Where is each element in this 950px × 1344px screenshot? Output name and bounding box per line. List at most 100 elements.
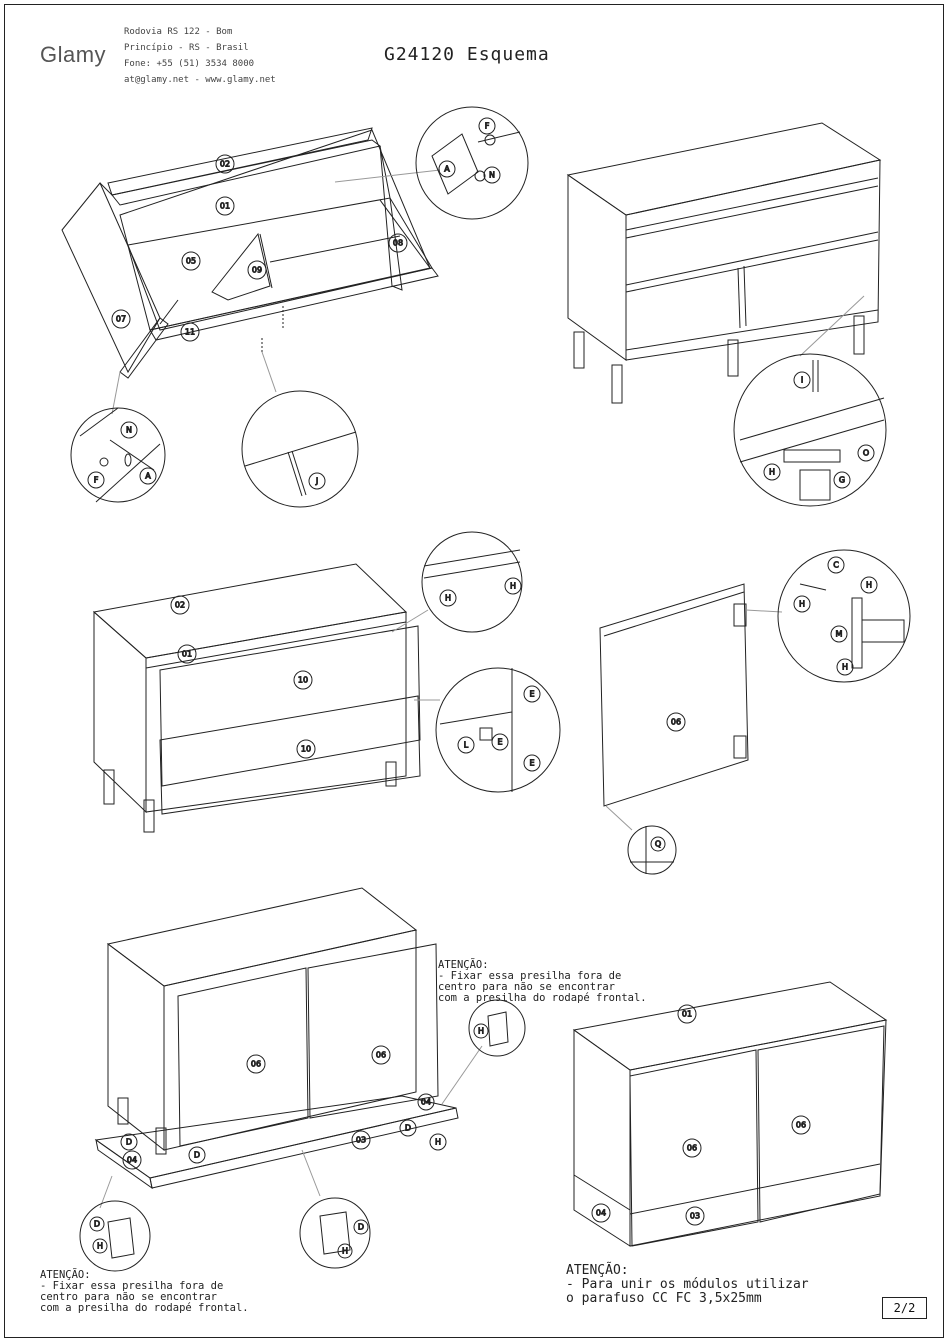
note-line: - Fixar essa presilha fora de [438, 970, 622, 982]
callout-marker: 06 [246, 1054, 266, 1074]
step3-callouts: 02 01 10 10 [170, 595, 316, 759]
note-line: com a presilha do rodapé frontal. [438, 992, 647, 1004]
callout-marker: 01 [677, 1004, 697, 1024]
callout-marker: H [836, 658, 854, 676]
detail-plinth-clip-center: D H [299, 1197, 371, 1269]
callout-marker: 04 [591, 1203, 611, 1223]
callout-label: 10 [298, 676, 308, 685]
address-line: Princípio - RS - Brasil [124, 43, 249, 53]
callout-marker: 10 [296, 739, 316, 759]
callout-marker: M [830, 625, 848, 643]
callout-label: H [478, 1027, 484, 1036]
step5-cabinet-doors [94, 887, 483, 1209]
callout-marker: N [483, 166, 501, 184]
callout-marker: 10 [293, 670, 313, 690]
callout-label: 08 [393, 239, 403, 248]
note-heading: ATENÇÃO: [40, 1269, 91, 1281]
callout-marker: 08 [388, 233, 408, 253]
callout-label: 06 [796, 1121, 806, 1130]
callout-label: 03 [690, 1212, 700, 1221]
callout-label: E [497, 738, 502, 747]
callout-marker: 09 [247, 260, 267, 280]
callout-label: E [529, 690, 534, 699]
detail-leveler-foot: I O H G [733, 353, 887, 507]
callout-label: I [801, 376, 803, 385]
address-line: Rodovia RS 122 - Bom [124, 27, 233, 37]
brand-logo: Glamy [40, 42, 107, 67]
note-line: centro para não se encontrar [438, 981, 616, 993]
callout-label: 02 [220, 160, 230, 169]
callout-label: 04 [596, 1209, 606, 1218]
callout-label: F [485, 122, 490, 131]
callout-marker: L [457, 736, 475, 754]
callout-marker: 06 [371, 1045, 391, 1065]
callout-label: D [405, 1124, 411, 1133]
callout-marker: H [763, 463, 781, 481]
callout-marker: H [92, 1238, 108, 1254]
callout-label: H [435, 1138, 441, 1147]
attention-note-plinth-right: ATENÇÃO: - Fixar essa presilha fora de c… [438, 960, 647, 1004]
callout-label: Q [655, 840, 661, 849]
callout-marker: H [504, 577, 522, 595]
callout-marker: F [478, 117, 496, 135]
attention-note-plinth-left: ATENÇÃO: - Fixar essa presilha fora de c… [40, 1270, 249, 1314]
callout-label: H [97, 1242, 103, 1251]
callout-marker: H [473, 1023, 489, 1039]
callout-label: H [445, 594, 451, 603]
address-line: Fone: +55 (51) 3534 8000 [124, 59, 255, 69]
callout-marker: J [308, 472, 326, 490]
note-heading: ATENÇÃO: [566, 1263, 629, 1278]
callout-label: 06 [687, 1144, 697, 1153]
callout-marker: D [89, 1216, 105, 1232]
callout-label: E [529, 759, 534, 768]
callout-marker: D [399, 1119, 417, 1137]
step1-exploded-cabinet [61, 127, 441, 415]
callout-label: L [464, 741, 469, 750]
callout-marker: 02 [170, 595, 190, 615]
callout-marker: E [491, 733, 509, 751]
page-title: G24120 Esquema [384, 44, 550, 65]
note-line: - Para unir os módulos utilizar [566, 1277, 809, 1292]
callout-label: 02 [175, 601, 185, 610]
note-line: centro para não se encontrar [40, 1291, 218, 1303]
note-line: - Fixar essa presilha fora de [40, 1280, 224, 1292]
callout-label: 09 [252, 266, 262, 275]
callout-marker: E [523, 754, 541, 772]
attention-note-modules: ATENÇÃO: - Para unir os módulos utilizar… [566, 1264, 809, 1306]
callout-marker: 01 [215, 196, 235, 216]
callout-label: H [842, 663, 848, 672]
callout-marker: A [438, 160, 456, 178]
detail-hardware-left: N F A [70, 407, 166, 503]
step6-finished-cabinet [572, 981, 888, 1247]
callout-marker: 05 [181, 251, 201, 271]
callout-label: H [769, 468, 775, 477]
callout-label: J [315, 477, 318, 486]
callout-label: 04 [421, 1098, 431, 1107]
callout-marker: H [793, 595, 811, 613]
callout-label: 04 [127, 1156, 137, 1165]
callout-marker: C [827, 556, 845, 574]
company-address: Rodovia RS 122 - Bom Princípio - RS - Br… [124, 24, 276, 88]
callout-label: C [833, 561, 839, 570]
step1-callouts: 02 01 05 09 08 07 11 [111, 154, 408, 342]
callout-label: H [342, 1247, 348, 1256]
callout-marker: 06 [791, 1115, 811, 1135]
step3-cabinet-back [92, 563, 440, 833]
callout-marker: H [860, 576, 878, 594]
callout-marker: E [523, 685, 541, 703]
callout-label: D [126, 1138, 132, 1147]
callout-label: H [510, 582, 516, 591]
detail-plinth-clip-left: D H [79, 1200, 151, 1272]
detail-door-bumper: Q [627, 825, 677, 875]
note-heading: ATENÇÃO: [438, 959, 489, 971]
step5-callouts: 06 06 04 03 04 D D H D [120, 1045, 447, 1170]
callout-label: F [94, 476, 99, 485]
callout-marker: H [337, 1243, 353, 1259]
step6-callouts: 01 06 06 04 03 [591, 1004, 811, 1226]
step2-cabinet-frame [566, 122, 882, 404]
callout-label: 01 [182, 650, 192, 659]
callout-label: M [836, 630, 843, 639]
callout-marker: G [833, 471, 851, 489]
callout-marker: Q [650, 836, 666, 852]
callout-marker: H [429, 1133, 447, 1151]
